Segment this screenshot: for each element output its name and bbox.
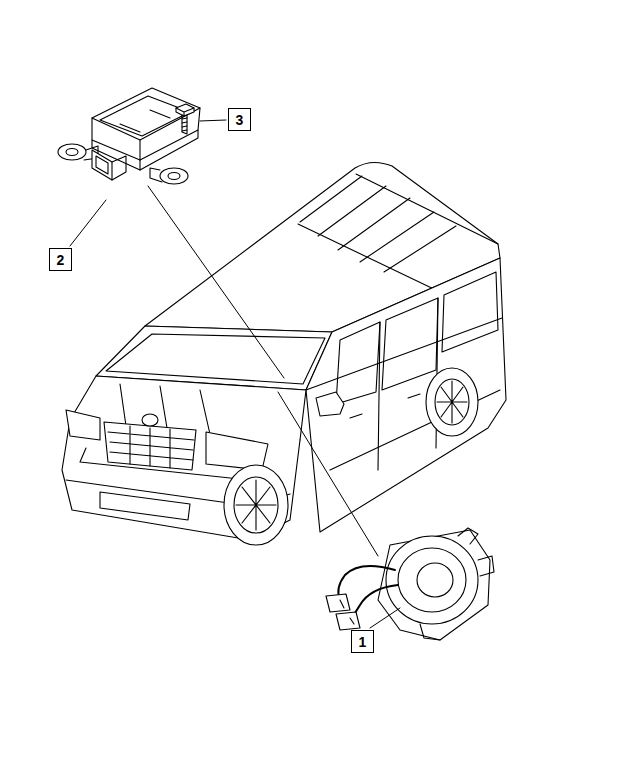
bolt (176, 104, 194, 134)
callout-box: 1 (351, 630, 374, 653)
callout-number: 1 (359, 635, 367, 649)
callout-box: 3 (228, 108, 251, 131)
clockspring (326, 528, 494, 640)
sensor-module (58, 88, 200, 184)
minivan (62, 162, 506, 545)
callout-box: 2 (49, 248, 72, 271)
callout-number: 2 (57, 253, 65, 267)
callout-number: 3 (236, 113, 244, 127)
leader-lines (70, 120, 400, 628)
